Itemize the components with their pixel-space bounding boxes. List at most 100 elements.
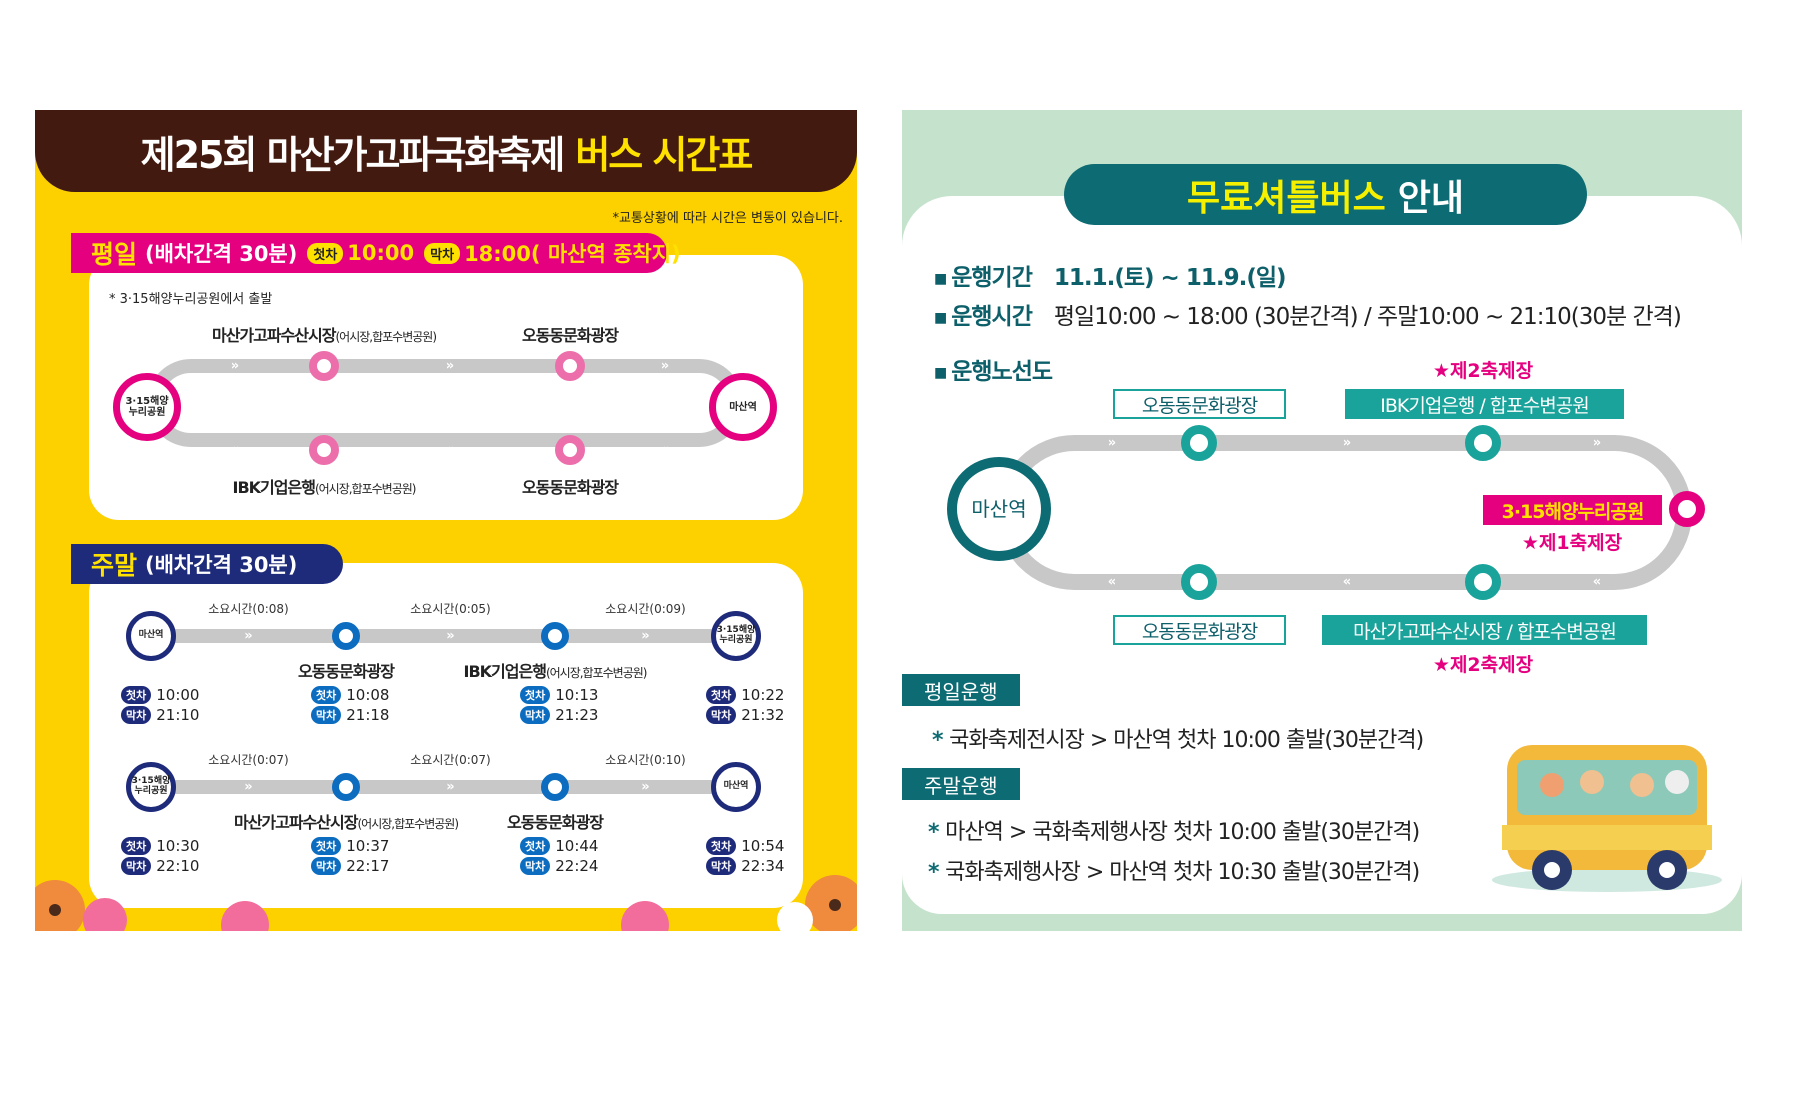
weekend-service-line: 마산역 > 국화축제행사장 첫차 10:00 출발(30분간격) xyxy=(928,814,1420,846)
stop-marker xyxy=(309,435,339,465)
festival-1-label: ★제1축제장 xyxy=(1521,532,1623,554)
festival-2-label: ★제2축제장 xyxy=(1432,654,1534,676)
traffic-note: *교통상황에 따라 시간은 변동이 있습니다. xyxy=(612,211,843,226)
stop-label: 오동동문화광장 xyxy=(521,326,619,345)
arrow-right-icon: » xyxy=(641,779,650,795)
weekend-service-line: 국화축제행사장 > 마산역 첫차 10:30 출발(30분간격) xyxy=(928,854,1420,886)
stop-marker xyxy=(541,622,569,650)
travel-time: 소요시간(0:08) xyxy=(208,602,289,616)
stop-label: 마산가고파수산시장(어시장,합포수변공원) xyxy=(211,326,437,345)
arrow-right-icon: » xyxy=(244,779,253,795)
arrow-right-icon: » xyxy=(244,628,253,644)
stop-label: IBK기업은행 / 합포수변공원 xyxy=(1345,389,1624,419)
arrow-left-icon: « xyxy=(660,442,670,458)
terminal-circle: 마산역 xyxy=(711,762,761,812)
weekend-route-track xyxy=(151,629,736,643)
stop-label: 마산가고파수산시장(어시장,합포수변공원) xyxy=(233,813,459,832)
terminal-circle: 3·15해양 누리공원 xyxy=(126,762,176,812)
first-bus-badge: 첫차 xyxy=(307,242,344,264)
weekday-card xyxy=(89,255,803,520)
weekend-service-tab: 주말운행 xyxy=(902,768,1020,800)
shuttle-route-track xyxy=(997,435,1692,590)
stop-marker xyxy=(1465,564,1501,600)
stop-label: 오동동문화광장 xyxy=(1113,615,1286,645)
weekday-interval: (배차간격 30분) xyxy=(145,242,298,266)
stop-label: 오동동문화광장 xyxy=(506,813,604,832)
stop-label: 오동동문화광장 xyxy=(297,662,395,681)
arrow-right-icon: » xyxy=(1592,435,1602,451)
stop-label: IBK기업은행(어시장,합포수변공원) xyxy=(463,662,648,681)
stop-marker xyxy=(1181,425,1217,461)
stop-marker-festival-1 xyxy=(1669,491,1705,527)
start-note: * 3·15해양누리공원에서 출발 xyxy=(109,292,273,307)
arrow-left-icon: « xyxy=(1592,574,1602,590)
weekend-interval: (배차간격 30분) xyxy=(145,553,298,577)
arrow-right-icon: » xyxy=(230,358,240,374)
terminal-masan-station: 마산역 xyxy=(947,457,1051,561)
route-map-label: 운행노선도 xyxy=(934,352,1053,386)
arrow-right-icon: » xyxy=(445,358,455,374)
arrow-left-icon: « xyxy=(1107,574,1117,590)
last-bus-badge: 막차 xyxy=(424,242,461,264)
arrow-left-icon: « xyxy=(1342,574,1352,590)
arrow-right-icon: » xyxy=(641,628,650,644)
poster-title: 제25회 마산가고파국화축제 xyxy=(140,132,566,177)
weekday-service-tab: 평일운행 xyxy=(902,674,1020,706)
stop-marker xyxy=(541,773,569,801)
weekday-service-line: 국화축제전시장 > 마산역 첫차 10:00 출발(30분간격) xyxy=(932,722,1424,754)
arrow-right-icon: » xyxy=(446,628,455,644)
stop-marker xyxy=(332,622,360,650)
arrow-left-icon: « xyxy=(445,442,455,458)
terminal-end: 마산역 xyxy=(709,373,777,441)
terminal-start: 3·15해양 누리공원 xyxy=(113,373,181,441)
stop-label: 오동동문화광장 xyxy=(1113,389,1286,419)
weekend-card xyxy=(89,563,803,908)
weekday-last-time: 18:00( 마산역 종착지) xyxy=(464,242,681,266)
weekend-route-track xyxy=(151,780,736,794)
shuttle-title-accent: 무료셔틀버스 xyxy=(1187,177,1386,219)
travel-time: 소요시간(0:07) xyxy=(208,753,289,767)
weekend-label: 주말 xyxy=(91,551,138,580)
stop-marker xyxy=(332,773,360,801)
stop-label-festival-1: 3·15해양누리공원 xyxy=(1483,495,1662,525)
flower-decoration xyxy=(35,875,857,931)
arrow-right-icon: » xyxy=(660,358,670,374)
festival-2-label: ★제2축제장 xyxy=(1432,360,1534,382)
stop-label: IBK기업은행(어시장,합포수변공원) xyxy=(232,478,417,497)
arrow-left-icon: « xyxy=(230,442,240,458)
stop-marker xyxy=(1465,425,1501,461)
travel-time: 소요시간(0:07) xyxy=(410,753,491,767)
poster-title-accent: 버스 시간표 xyxy=(575,132,753,177)
stop-marker xyxy=(555,435,585,465)
stop-label: 오동동문화광장 xyxy=(521,478,619,497)
travel-time: 소요시간(0:05) xyxy=(410,602,491,616)
arrow-right-icon: » xyxy=(446,779,455,795)
arrow-right-icon: » xyxy=(1342,435,1352,451)
terminal-circle: 3·15해양 누리공원 xyxy=(711,611,761,661)
travel-time: 소요시간(0:09) xyxy=(605,602,686,616)
travel-time: 소요시간(0:10) xyxy=(605,753,686,767)
